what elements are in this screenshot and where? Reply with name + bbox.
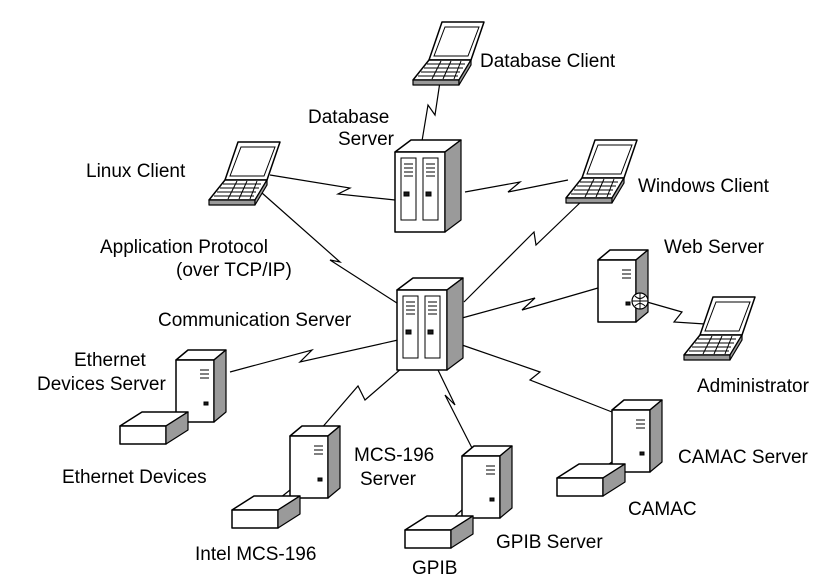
label-ethernet-server-1: Ethernet xyxy=(74,350,147,371)
link-linux-dbserver xyxy=(269,174,396,201)
ethernet-device-box-icon xyxy=(119,411,189,445)
database-client-laptop-icon xyxy=(412,21,485,86)
communication-server-icon xyxy=(396,277,464,371)
label-gpib: GPIB xyxy=(412,558,457,577)
label-web-server: Web Server xyxy=(664,237,765,258)
label-mcs196-server-2: Server xyxy=(360,469,417,490)
label-mcs196-server-1: MCS-196 xyxy=(354,445,434,466)
label-database-client: Database Client xyxy=(480,51,616,72)
administrator-laptop-icon xyxy=(683,296,756,361)
link-ethernet-comm xyxy=(229,339,399,373)
link-linux-comm xyxy=(261,192,401,306)
label-gpib-server: GPIB Server xyxy=(496,532,603,553)
label-administrator: Administrator xyxy=(697,376,810,397)
label-windows-client: Windows Client xyxy=(638,176,770,197)
ethernet-devices-server-icon xyxy=(175,349,227,423)
label-communication-server: Communication Server xyxy=(158,310,352,331)
label-app-protocol-1: Application Protocol xyxy=(100,237,268,258)
label-camac: CAMAC xyxy=(628,499,697,520)
label-ethernet-devices: Ethernet Devices xyxy=(62,467,207,488)
mcs196-server-icon xyxy=(289,425,341,499)
web-server-icon xyxy=(597,249,649,323)
label-database-server-2: Server xyxy=(338,129,395,150)
camac-box-icon xyxy=(556,463,626,497)
camac-server-icon xyxy=(611,399,663,473)
link-comm-camac xyxy=(461,344,613,413)
link-comm-gpib xyxy=(437,369,473,449)
label-intel-mcs196: Intel MCS-196 xyxy=(195,544,316,565)
link-comm-mcs xyxy=(319,367,403,431)
linux-client-laptop-icon xyxy=(208,141,281,206)
web-globe-lines xyxy=(632,293,648,309)
gpib-server-icon xyxy=(461,445,513,519)
label-linux-client: Linux Client xyxy=(86,161,186,182)
database-server-icon xyxy=(394,139,462,233)
gpib-box-icon xyxy=(404,515,474,549)
windows-client-laptop-icon xyxy=(565,139,638,204)
link-comm-web xyxy=(461,287,599,319)
label-database-server-1: Database xyxy=(308,107,389,128)
label-ethernet-server-2: Devices Server xyxy=(37,374,166,395)
link-dbserver-windows xyxy=(464,179,569,193)
link-windows-comm xyxy=(463,197,586,303)
link-dbserver-dbclient xyxy=(421,74,442,142)
label-app-protocol-2: (over TCP/IP) xyxy=(176,260,292,281)
intel-mcs196-box-icon xyxy=(231,495,301,529)
link-web-admin xyxy=(639,299,706,325)
label-camac-server: CAMAC Server xyxy=(678,447,809,468)
